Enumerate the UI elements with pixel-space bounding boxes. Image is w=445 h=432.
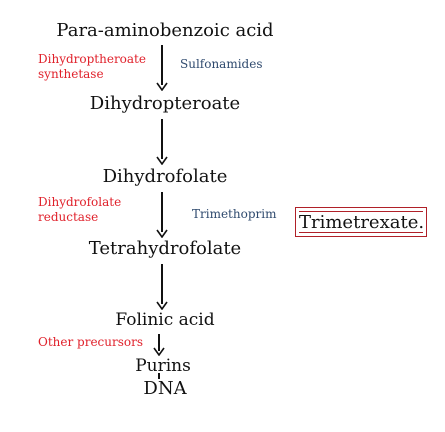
label-other-precursors: Other precursors xyxy=(38,335,144,349)
arrowhead-icon xyxy=(156,82,168,91)
label-dihydropteroate-synthetase-line2: synthetase xyxy=(38,67,104,81)
arrow-purins-to-dna xyxy=(153,373,165,381)
trimetrexate-callout-box: Trimetrexate. xyxy=(295,207,427,237)
label-sulfonamides: Sulfonamides xyxy=(180,57,263,71)
node-dihydropteroate: Dihydropteroate xyxy=(89,93,241,114)
arrowhead-icon xyxy=(153,347,165,356)
node-purins: Purins xyxy=(135,356,191,376)
label-dihydrofolate-reductase-line1: Dihydrofolate xyxy=(38,195,122,209)
arrow-dihydrofolate-to-tetrahydrofolate xyxy=(156,192,168,238)
arrow-paba-to-dihydropteroate xyxy=(156,45,168,91)
label-dihydropteroate-synthetase: Dihydroptheroate synthetase xyxy=(38,52,146,82)
node-folinic-acid: Folinic acid xyxy=(115,310,215,330)
label-dihydrofolate-reductase: Dihydrofolate reductase xyxy=(38,195,121,225)
callout-double-border xyxy=(299,211,423,233)
node-tetrahydrofolate: Tetrahydrofolate xyxy=(88,238,242,259)
arrow-folinic-acid-to-purins xyxy=(153,334,165,356)
trimetrexate-label: Trimetrexate. xyxy=(299,212,425,233)
label-dihydrofolate-reductase-line2: reductase xyxy=(38,210,99,224)
node-para-aminobenzoic-acid: Para-aminobenzoic acid xyxy=(56,20,274,41)
arrow-dihydropteroate-to-dihydrofolate xyxy=(156,119,168,165)
node-dihydrofolate: Dihydrofolate xyxy=(102,166,228,187)
arrowhead-icon xyxy=(156,156,168,165)
label-dihydropteroate-synthetase-line1: Dihydroptheroate xyxy=(38,52,146,66)
arrow-tetrahydrofolate-to-folinic-acid xyxy=(156,264,168,310)
arrowhead-icon xyxy=(156,301,168,310)
label-trimethoprim: Trimethoprim xyxy=(192,207,277,221)
arrowhead-icon xyxy=(156,229,168,238)
node-dna: DNA xyxy=(143,378,187,399)
